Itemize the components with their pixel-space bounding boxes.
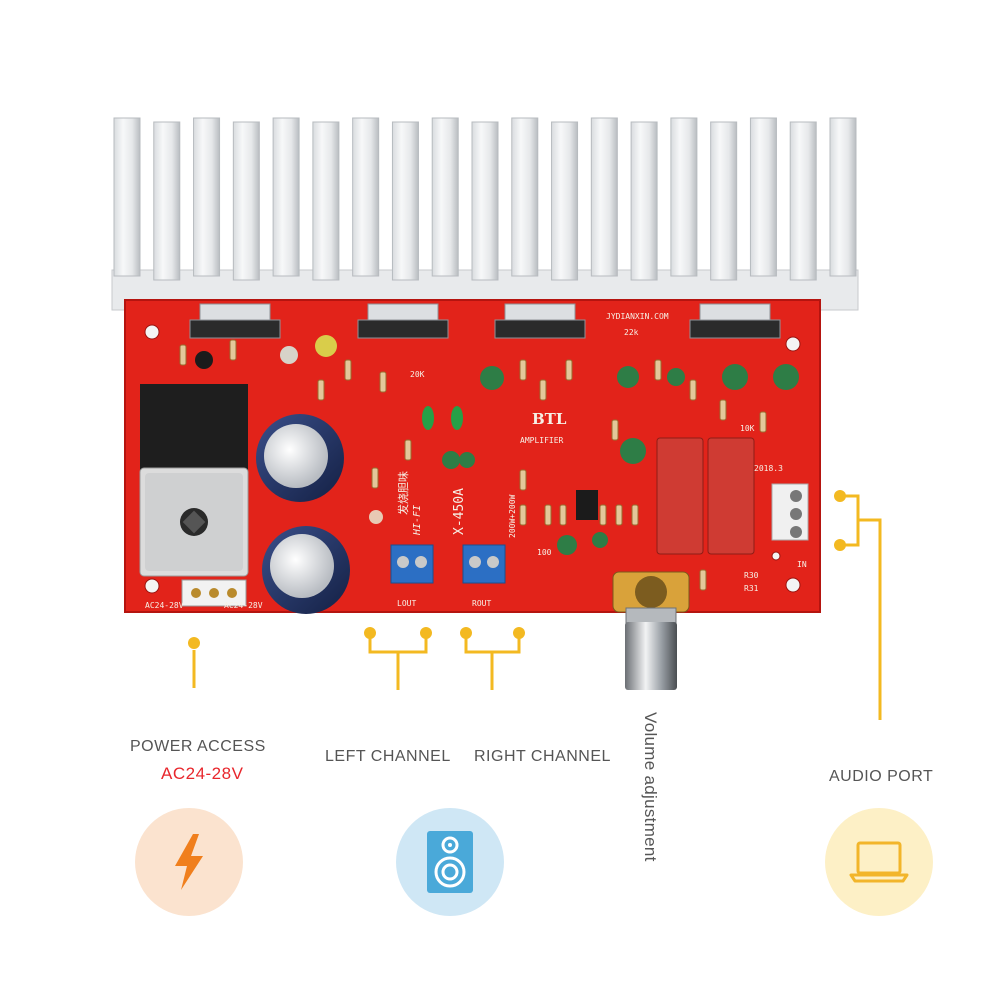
rout-mark: ROUT xyxy=(472,599,492,608)
resistor xyxy=(559,504,567,526)
heatsink-fin xyxy=(471,121,499,281)
resistor xyxy=(539,379,547,401)
amplifier-board-photo: JYDIANXIN.COM BTL AMPLIFIER X-450A 200W+… xyxy=(111,117,859,690)
heatsink-fin xyxy=(551,121,579,281)
heatsink-fin xyxy=(630,121,658,281)
in-mark: IN xyxy=(797,560,807,569)
heatsink-fin xyxy=(431,117,459,277)
heatsink-fin xyxy=(193,117,221,277)
volume-adjustment-label: Volume adjustment xyxy=(641,712,660,862)
speaker-icon-circle xyxy=(396,808,504,916)
power-ic-row xyxy=(189,303,781,339)
r30-mark: R30 xyxy=(744,571,759,580)
heatsink-fin xyxy=(511,117,539,277)
heatsink-fin xyxy=(352,117,380,277)
mounting-holes xyxy=(144,324,801,594)
heatsink-fin xyxy=(670,117,698,277)
ac-terminal-block xyxy=(139,384,249,607)
amplifier-mark: AMPLIFIER xyxy=(520,436,564,445)
power-access-label: POWER ACCESS xyxy=(130,738,266,755)
right-channel-label: RIGHT CHANNEL xyxy=(474,748,611,765)
speaker-icon xyxy=(427,831,473,893)
heatsink-fin xyxy=(153,121,181,281)
power-voltage-label: AC24-28V xyxy=(161,764,244,783)
resistor xyxy=(544,504,552,526)
resistor xyxy=(379,371,387,393)
left-channel-label: LEFT CHANNEL xyxy=(325,748,451,765)
mark-20k: 20K xyxy=(410,370,425,379)
mark-100: 100 xyxy=(537,548,552,557)
ac-input-left-mark: AC24-28V xyxy=(145,601,184,610)
resistor xyxy=(317,379,325,401)
laptop-icon xyxy=(849,841,909,883)
callout-leaders xyxy=(188,490,882,720)
audio-port-label: AUDIO PORT xyxy=(829,768,934,785)
resistor xyxy=(344,359,352,381)
resistor xyxy=(654,359,662,381)
resistor xyxy=(519,359,527,381)
resistor xyxy=(699,569,707,591)
power-icon-circle xyxy=(135,808,243,916)
resistor xyxy=(179,344,187,366)
heatsink xyxy=(111,117,859,311)
small-components xyxy=(179,335,809,591)
heatsink-fin xyxy=(391,121,419,281)
resistor xyxy=(615,504,623,526)
resistor xyxy=(519,469,527,491)
heatsink-fin xyxy=(829,117,857,277)
heatsink-fin xyxy=(272,117,300,277)
resistor xyxy=(519,504,527,526)
heatsink-fin xyxy=(232,121,260,281)
filter-capacitors xyxy=(256,414,350,614)
date-mark: 2018.3 xyxy=(754,464,783,473)
lightning-bolt-icon xyxy=(175,834,203,890)
lout-mark: LOUT xyxy=(397,599,417,608)
heatsink-fin xyxy=(312,121,340,281)
heatsink-fin xyxy=(113,117,141,277)
btl-mark: BTL xyxy=(532,410,567,428)
speaker-output-terminals xyxy=(390,544,506,584)
heatsink-fin xyxy=(749,117,777,277)
heatsink-fin xyxy=(789,121,817,281)
heatsink-fin xyxy=(710,121,738,281)
mark-22k: 22k xyxy=(624,328,639,337)
resistor xyxy=(371,467,379,489)
mark-10k: 10K xyxy=(740,424,755,433)
heatsink-fin xyxy=(590,117,618,277)
resistor xyxy=(759,411,767,433)
resistor xyxy=(631,504,639,526)
resistor xyxy=(229,339,237,361)
resistor xyxy=(719,399,727,421)
resistor xyxy=(404,439,412,461)
ac-input-right-mark: AC24-28V xyxy=(224,601,263,610)
resistor xyxy=(565,359,573,381)
volume-knob xyxy=(612,571,690,690)
r31-mark: R31 xyxy=(744,584,759,593)
laptop-icon-circle xyxy=(825,808,933,916)
resistor xyxy=(611,419,619,441)
website-mark: JYDIANXIN.COM xyxy=(606,312,669,321)
resistor xyxy=(689,379,697,401)
resistor xyxy=(599,504,607,526)
